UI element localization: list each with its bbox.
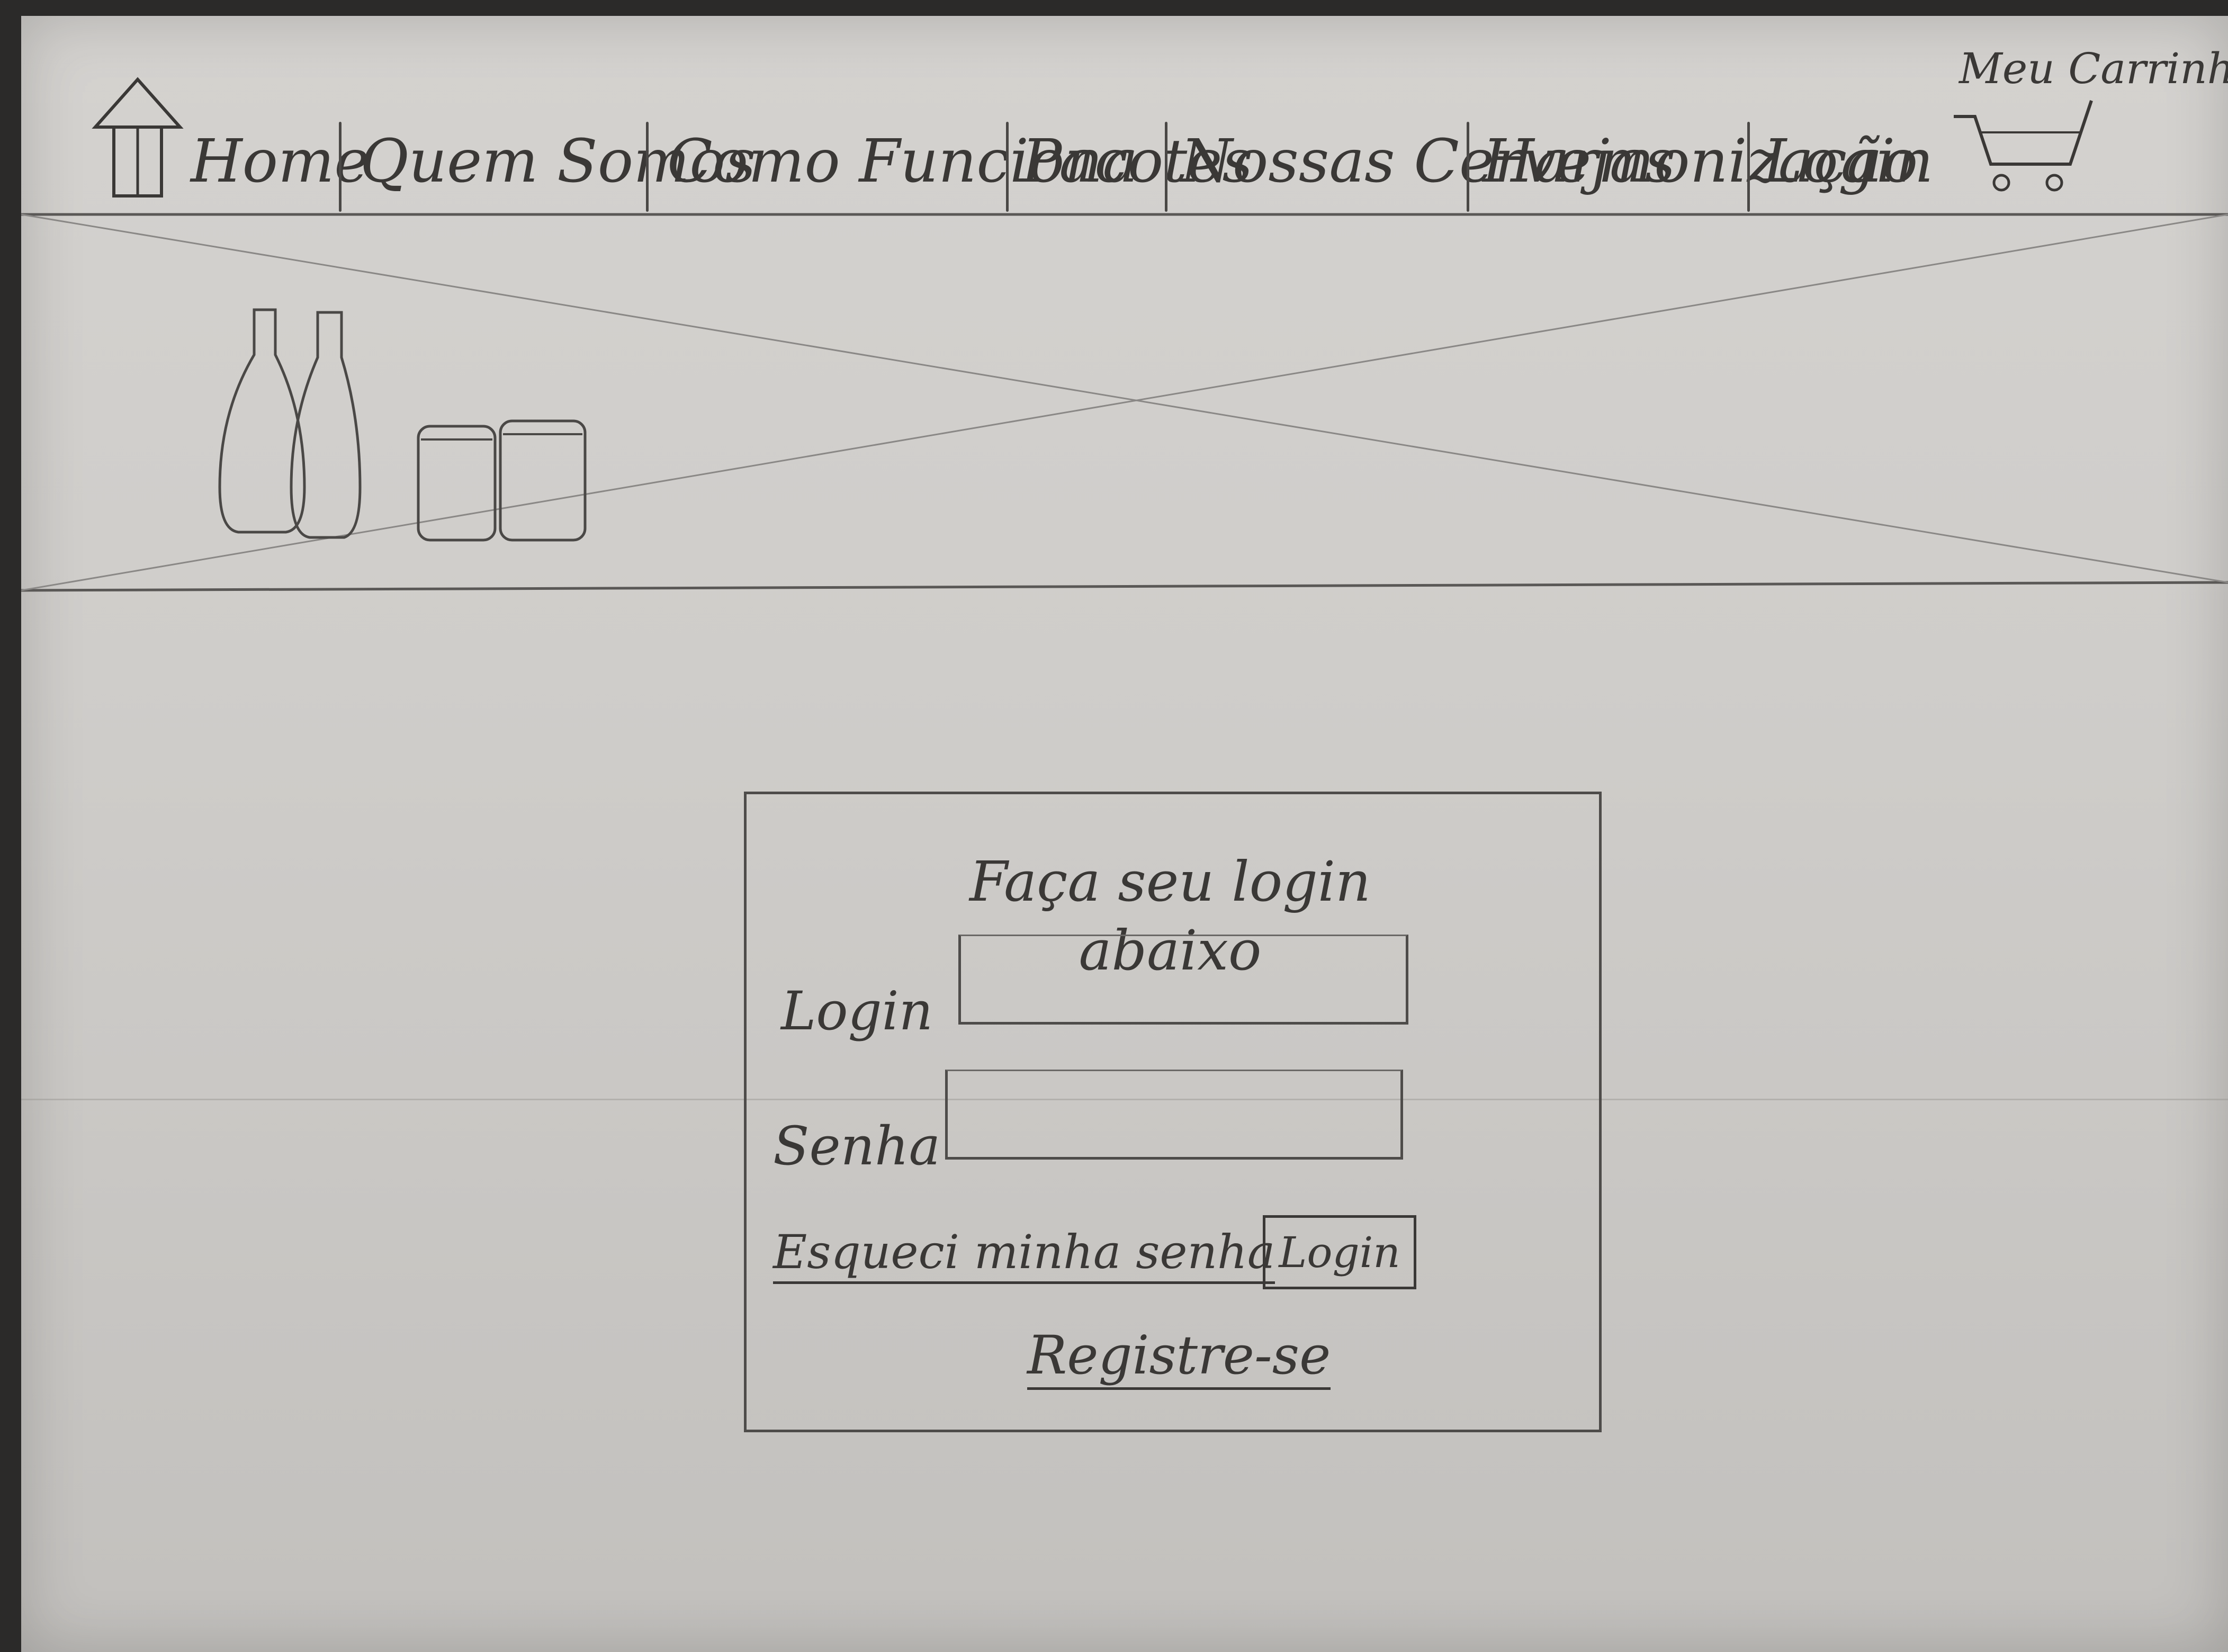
login-label: Login bbox=[781, 980, 933, 1042]
forgot-password-link[interactable]: Esqueci minha senha bbox=[773, 1223, 1275, 1284]
jar-icon bbox=[499, 419, 587, 542]
login-button[interactable]: Login bbox=[1263, 1215, 1416, 1289]
nav-item-home[interactable]: Home bbox=[191, 127, 370, 196]
nav-item-quem-somos[interactable]: Quem Somos bbox=[360, 127, 756, 196]
bottle-icon bbox=[218, 308, 306, 534]
nav-item-login[interactable]: Login bbox=[1763, 127, 1934, 196]
nav-divider bbox=[339, 122, 342, 212]
nav-divider bbox=[1467, 122, 1469, 212]
nav-item-harmonizacao[interactable]: Harmonização bbox=[1483, 127, 1918, 196]
nav-divider bbox=[1747, 122, 1750, 212]
nav-divider bbox=[1165, 122, 1167, 212]
nav-item-nossas-cervejas[interactable]: Nossas Cervejas bbox=[1181, 127, 1676, 196]
login-input[interactable] bbox=[958, 935, 1408, 1025]
register-link[interactable]: Registre-se bbox=[1027, 1324, 1331, 1390]
cart-label[interactable]: Meu Carrinho bbox=[1959, 44, 2228, 93]
nav-item-pacotes[interactable]: Pacotes bbox=[1022, 127, 1253, 196]
cart-icon[interactable] bbox=[1948, 95, 2097, 201]
nav-divider bbox=[1006, 122, 1009, 212]
wireframe-sheet: Home Quem Somos Como Funciona Pacotes No… bbox=[21, 16, 2228, 1652]
hero-image-placeholder bbox=[21, 213, 2228, 592]
password-input[interactable] bbox=[945, 1070, 1403, 1160]
house-icon[interactable] bbox=[90, 74, 185, 201]
nav-item-como-funciona[interactable]: Como Funciona bbox=[667, 127, 1138, 196]
password-label: Senha bbox=[773, 1115, 941, 1177]
login-panel bbox=[744, 792, 1602, 1432]
bottle-icon bbox=[290, 311, 362, 539]
nav-divider bbox=[646, 122, 649, 212]
jar-icon bbox=[417, 425, 497, 542]
